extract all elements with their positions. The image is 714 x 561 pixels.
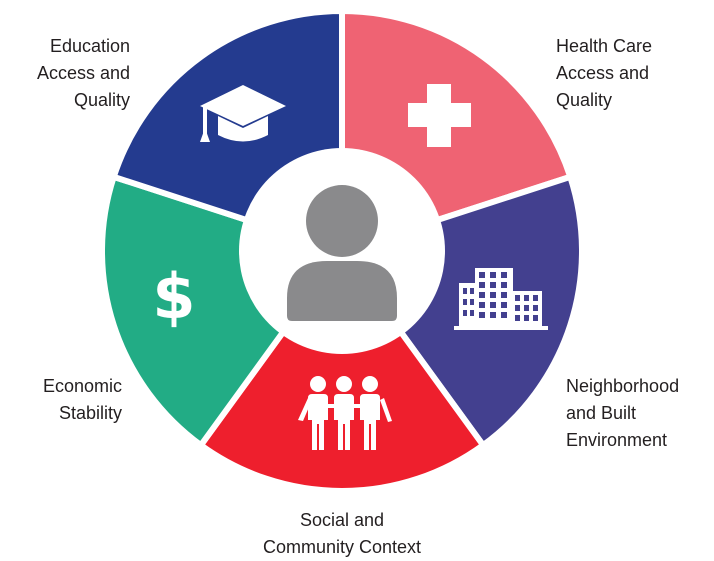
label-neighborhood: Neighborhood and Built Environment bbox=[566, 376, 680, 450]
center-hub bbox=[239, 148, 445, 354]
label-health-care: Health Care Access and Quality bbox=[556, 36, 653, 110]
svg-text:$: $ bbox=[152, 260, 195, 333]
label-social: Social and Community Context bbox=[262, 510, 422, 557]
people-group-icon bbox=[298, 376, 392, 450]
person-icon bbox=[287, 185, 397, 321]
graduation-cap-icon bbox=[200, 85, 286, 142]
medical-cross-icon bbox=[408, 84, 471, 147]
dollar-sign-icon: $ bbox=[152, 260, 195, 333]
buildings-icon bbox=[454, 268, 548, 330]
label-economic: Economic Stability bbox=[42, 376, 122, 423]
segment-social bbox=[197, 248, 487, 494]
label-education: Education Access and Quality bbox=[36, 36, 130, 110]
